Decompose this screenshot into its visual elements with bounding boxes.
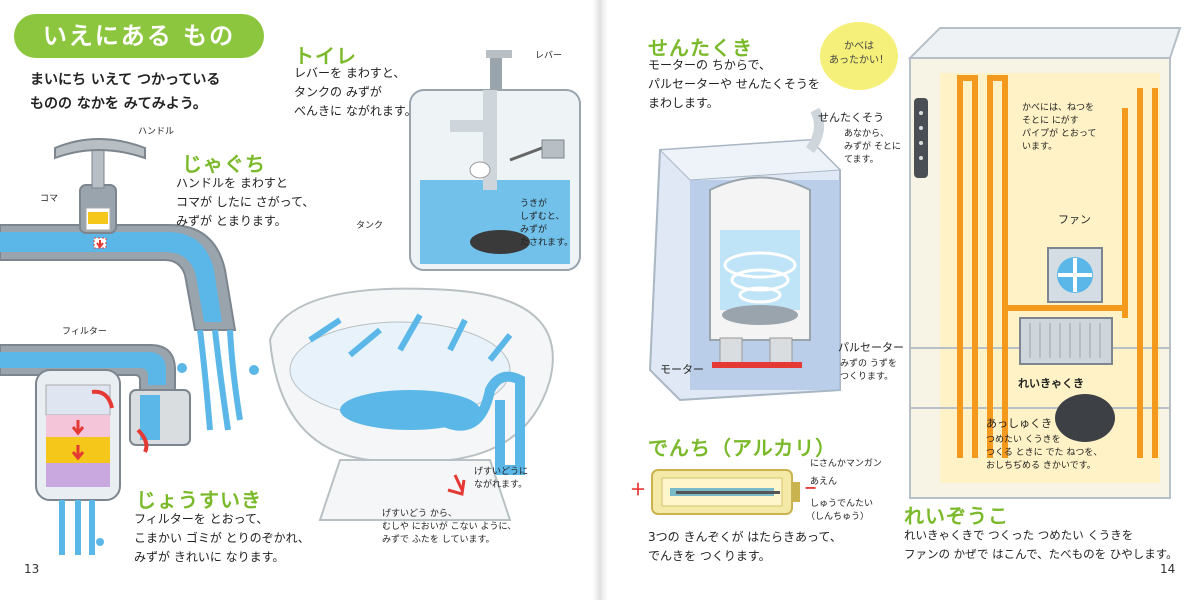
washer-tub-desc: あなから、 みずが そとに てます。 xyxy=(844,128,901,167)
fridge-walls-line: そとに にがす xyxy=(1022,116,1079,126)
purifier-desc-line: みずが きれいに なります。 xyxy=(134,550,285,564)
fridge-compressor-desc-line: おしちぢめる きかいです。 xyxy=(986,461,1096,471)
faucet-desc-line: ハンドルを まわすと xyxy=(176,176,288,190)
toilet-float-label: うきが しずむと、 みずが たされます。 xyxy=(520,198,573,250)
fridge-heading: れいぞうこ xyxy=(904,504,1009,528)
toilet-heading: トイレ xyxy=(294,44,357,68)
faucet-desc: ハンドルを まわすと コマが したに さがって、 みずが とまります。 xyxy=(176,174,314,231)
battery-desc-line: 3つの きんぞくが はたらきあって、 xyxy=(648,530,842,544)
intro-text: まいにち いえて つかっている ものの なかを みてみよう。 xyxy=(30,68,220,116)
fridge-illustration xyxy=(907,27,1182,499)
book-gutter xyxy=(592,0,608,600)
faucet-handle-label: ハンドル xyxy=(138,127,175,137)
faucet-koma-label: コマ xyxy=(40,194,59,204)
toilet-trap-line: げすいどう から、 xyxy=(382,509,457,519)
purifier-desc-line: フィルターを とおって、 xyxy=(134,512,269,526)
toilet-trap-line: むしや においが こない ように、 xyxy=(382,522,517,532)
faucet-desc-line: コマが したに さがって、 xyxy=(176,195,315,209)
battery-manganese-label: にさんかマンガン xyxy=(810,459,882,469)
purifier-desc-line: こまかい ゴミが とりのぞかれ、 xyxy=(134,531,310,545)
washer-desc-line: パルセーターや せんたくそうを xyxy=(648,77,820,91)
toilet-tank-label: タンク xyxy=(356,221,384,231)
washer-tub-desc-line: あなから、 xyxy=(844,129,890,139)
toilet-float-line: たされます。 xyxy=(520,238,574,248)
battery-illustration xyxy=(651,469,800,515)
battery-minus: − xyxy=(804,478,818,497)
toilet-drain-label: げすいどうに ながれます。 xyxy=(474,466,528,492)
washer-motor-label: モーター xyxy=(660,363,704,376)
fridge-desc: れいきゃくきで つくった つめたい くうきを ファンの かぜで はこんで、たべも… xyxy=(904,526,1178,564)
fridge-compressor-desc: つめたい くうきを つくる ときに でた ねつを、 おしちぢめる きかいです。 xyxy=(986,434,1102,473)
battery-collector-label: しゅうでんたい xyxy=(810,499,874,509)
toilet-drain-line: ながれます。 xyxy=(474,480,528,490)
fridge-walls-line: います。 xyxy=(1022,142,1058,152)
purifier-heading: じょうすいき xyxy=(136,488,262,512)
battery-desc-line: でんきを つくります。 xyxy=(648,549,771,563)
toilet-float-line: うきが xyxy=(520,199,548,209)
battery-heading: でんち（アルカリ） xyxy=(648,436,837,460)
fridge-bubble-line: かべは xyxy=(844,41,874,52)
washer-pulsator-label: パルセーター xyxy=(838,341,904,354)
fridge-desc-line: れいきゃくきで つくった つめたい くうきを xyxy=(904,528,1134,542)
faucet-heading: じゃぐち xyxy=(182,152,266,176)
fridge-cooler-label: れいきゃくき xyxy=(1018,377,1084,390)
faucet-desc-line: みずが とまります。 xyxy=(176,214,287,228)
toilet-desc-line: べんきに ながれます。 xyxy=(294,104,417,118)
fridge-walls-line: かべには、ねつを xyxy=(1022,103,1095,113)
battery-zinc-label: あえん xyxy=(810,477,838,487)
toilet-desc: レバーを まわすと、 タンクの みずが べんきに ながれます。 xyxy=(294,64,417,121)
toilet-drain-line: げすいどうに xyxy=(474,467,529,477)
toilet-illustration xyxy=(268,50,581,521)
washer-desc: モーターの ちからで、 パルセーターや せんたくそうを まわします。 xyxy=(648,56,820,113)
page-title: いえにある もの xyxy=(14,14,264,58)
fridge-bubble: かべは あったかい！ xyxy=(820,22,898,90)
fridge-bubble-text: かべは あったかい！ xyxy=(820,22,898,68)
washer-pulsator-desc-line: みずの うずを xyxy=(840,359,897,369)
washer-tub-desc-line: みずが そとに xyxy=(844,142,901,152)
washer-desc-line: モーターの ちからで、 xyxy=(648,58,771,72)
intro-line-1: まいにち いえて つかっている xyxy=(30,72,221,88)
fridge-compressor-desc-line: つくる ときに でた ねつを、 xyxy=(986,448,1103,458)
faucet-illustration xyxy=(0,138,259,431)
fridge-desc-line: ファンの かぜで はこんで、たべものを ひやします。 xyxy=(904,547,1178,561)
toilet-desc-line: レバーを まわすと、 xyxy=(294,66,406,80)
toilet-trap-label: げすいどう から、 むしや においが こない ように、 みずで ふたを していま… xyxy=(382,508,516,547)
toilet-lever-label: レバー xyxy=(535,51,563,61)
purifier-filter-label: フィルター xyxy=(62,327,107,337)
intro-line-2: ものの なかを みてみよう。 xyxy=(30,96,207,112)
toilet-float-line: しずむと、 xyxy=(520,212,565,222)
purifier-desc: フィルターを とおって、 こまかい ゴミが とりのぞかれ、 みずが きれいに な… xyxy=(134,510,310,567)
washer-pulsator-desc-line: つくります。 xyxy=(840,372,894,382)
toilet-float-line: みずが xyxy=(520,225,548,235)
washer-desc-line: まわします。 xyxy=(648,96,719,110)
fridge-compressor-desc-line: つめたい くうきを xyxy=(986,435,1061,445)
battery-plus: ＋ xyxy=(630,480,647,499)
washer-pulsator-desc: みずの うずを つくります。 xyxy=(840,358,897,384)
washer-tub-label: せんたくそう xyxy=(818,111,884,124)
toilet-desc-line: タンクの みずが xyxy=(294,85,382,99)
battery-desc: 3つの きんぞくが はたらきあって、 でんきを つくります。 xyxy=(648,528,842,566)
page-number-left: 13 xyxy=(24,562,40,576)
purifier-illustration xyxy=(0,344,191,555)
fridge-fan-label: ファン xyxy=(1058,213,1091,226)
washer-illustration xyxy=(648,107,842,402)
toilet-trap-line: みずで ふたを しています。 xyxy=(382,535,495,545)
fridge-bubble-line: あったかい！ xyxy=(829,55,889,66)
fridge-compressor-label: あっしゅくき xyxy=(986,417,1052,430)
washer-heading: せんたくき xyxy=(648,36,753,60)
washer-tub-desc-line: てます。 xyxy=(844,155,879,165)
fridge-walls-label: かべには、ねつを そとに にがす パイプが とおって います。 xyxy=(1022,102,1096,154)
fridge-walls-line: パイプが とおって xyxy=(1022,129,1097,139)
page-number-right: 14 xyxy=(1160,562,1176,576)
battery-collector-sub: （しんちゅう） xyxy=(806,512,870,522)
